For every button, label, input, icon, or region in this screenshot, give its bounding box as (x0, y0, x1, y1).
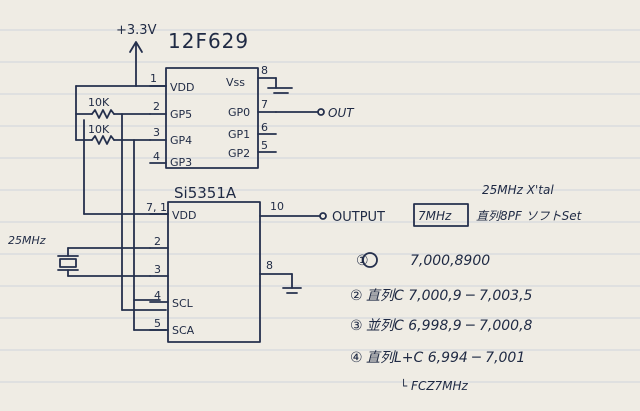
xtal-body (59, 258, 77, 268)
mcu-pin-gp1-label: GP1 (228, 128, 250, 141)
supply-arrow (129, 41, 143, 53)
synth-pin-scl-label: SCL (172, 297, 194, 310)
resistor-r1-label: 10K (88, 96, 110, 109)
output-terminal (319, 212, 327, 220)
synth-pin-sda-label: SCA (172, 324, 195, 337)
note-row-3-num: ③ (350, 318, 363, 334)
gp0-output-label: OUT (328, 106, 355, 120)
note-row-4-text: 直列L+C 6,994 ─ 7,001 (366, 350, 525, 366)
synth-part-label: Si5351A (174, 184, 237, 202)
output-label: OUTPUT (332, 210, 385, 225)
synth-chip-body (167, 201, 261, 343)
synth-pin-5-num: 5 (154, 317, 161, 330)
synth-pin-4-num: 4 (154, 289, 161, 302)
freq-box (413, 203, 469, 227)
ruled-lines (0, 29, 640, 383)
supply-label: +3.3V (116, 23, 157, 38)
mcu-pin-3-num: 3 (153, 126, 160, 139)
mcu-pin-6-num: 6 (261, 121, 268, 134)
mcu-part-label: 12F629 (168, 29, 249, 53)
notes-header-1: 25MHz X'tal (482, 183, 554, 197)
mcu-pin-vss-label: Vss (226, 76, 245, 89)
resistor-r2-label: 10K (88, 123, 110, 136)
note-footnote: └ FCZ7MHz (400, 378, 469, 393)
note-row-4-num: ④ (350, 350, 363, 366)
notes-header-2: 直列8PF ソフトSet (476, 209, 583, 223)
note-row-1-marker (362, 252, 378, 268)
mcu-pin-vdd-label: VDD (170, 81, 194, 94)
freq-box-label: 7MHz (418, 209, 452, 223)
mcu-pin-gp0-label: GP0 (228, 106, 250, 119)
note-row-2-text: 直列C 7,000,9 ─ 7,003,5 (366, 288, 533, 304)
mcu-pin-gp4-label: GP4 (170, 134, 192, 147)
mcu-pin-5-num: 5 (261, 139, 268, 152)
mcu-pin-4-num: 4 (153, 150, 160, 163)
synth-pin-3-num: 3 (154, 263, 161, 276)
mcu-chip-body (165, 67, 259, 169)
resistor-r1 (91, 109, 115, 119)
mcu-pin-8-num: 8 (261, 64, 268, 77)
xtal-label: 25MHz (8, 234, 46, 247)
resistor-r2 (91, 135, 115, 145)
synth-pin-vdd-label: VDD (172, 209, 196, 222)
mcu-pin-2-num: 2 (153, 100, 160, 113)
mcu-pin-gp2-label: GP2 (228, 147, 250, 160)
note-row-1-text: 7,000,8900 (410, 253, 490, 269)
mcu-pin-gp3-label: GP3 (170, 156, 192, 169)
note-row-3-text: 並列C 6,998,9 ─ 7,000,8 (366, 318, 533, 334)
synth-pin-8-num: 8 (266, 259, 273, 272)
mcu-pin-gp5-label: GP5 (170, 108, 192, 121)
mcu-pin-1-num: 1 (150, 72, 157, 85)
gp0-terminal (317, 108, 325, 116)
synth-pin-10-num: 10 (270, 200, 284, 213)
note-row-2-num: ② (350, 288, 363, 304)
synth-pin-71-num: 7, 1 (146, 201, 167, 214)
mcu-pin-7-num: 7 (261, 98, 268, 111)
synth-pin-2-num: 2 (154, 235, 161, 248)
note-row-1-num: ① (356, 253, 369, 269)
